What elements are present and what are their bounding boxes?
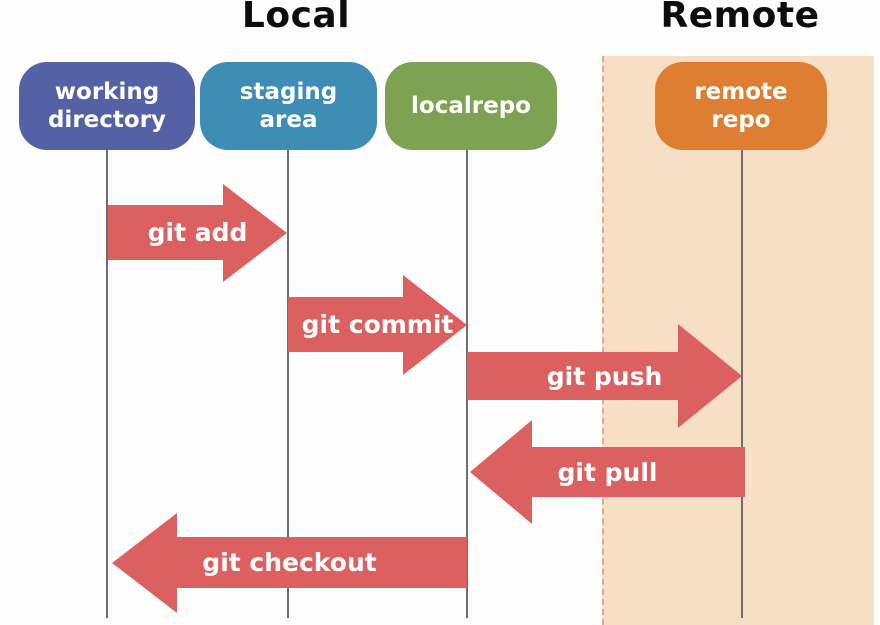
arrow-label: git checkout: [202, 548, 377, 577]
lifeline-staging-area: [287, 150, 289, 618]
arrow-head-left-icon: [112, 512, 177, 613]
arrow-head-right-icon: [678, 323, 742, 428]
section-title-remote: Remote: [660, 0, 820, 36]
arrow-head-right-icon: [403, 274, 467, 375]
arrow-body: [532, 447, 745, 497]
arrow-body: [467, 352, 678, 400]
arrow-label: git push: [546, 361, 663, 391]
node-staging-area: staging area: [200, 62, 377, 150]
arrow-head-left-icon: [470, 420, 532, 524]
arrow-label: git pull: [557, 457, 658, 487]
arrow-git-add: git add: [108, 183, 287, 282]
arrow-body: [288, 297, 403, 352]
lifeline-working-directory: [106, 150, 108, 618]
node-localrepo: localrepo: [385, 62, 557, 150]
arrow-git-commit: git commit: [288, 274, 467, 375]
arrow-body: [108, 205, 223, 260]
arrow-label: git commit: [301, 310, 454, 339]
lifeline-remote-repo: [741, 150, 743, 618]
node-working-directory: working directory: [19, 62, 195, 150]
arrow-git-pull: git pull: [470, 420, 745, 524]
arrow-git-checkout: git checkout: [112, 512, 467, 613]
arrow-body: [177, 537, 467, 588]
node-remote-repo: remote repo: [655, 62, 827, 150]
section-title-local: Local: [241, 0, 351, 36]
arrow-git-push: git push: [467, 323, 742, 429]
arrow-head-right-icon: [223, 183, 287, 282]
arrow-label: git add: [147, 218, 248, 247]
